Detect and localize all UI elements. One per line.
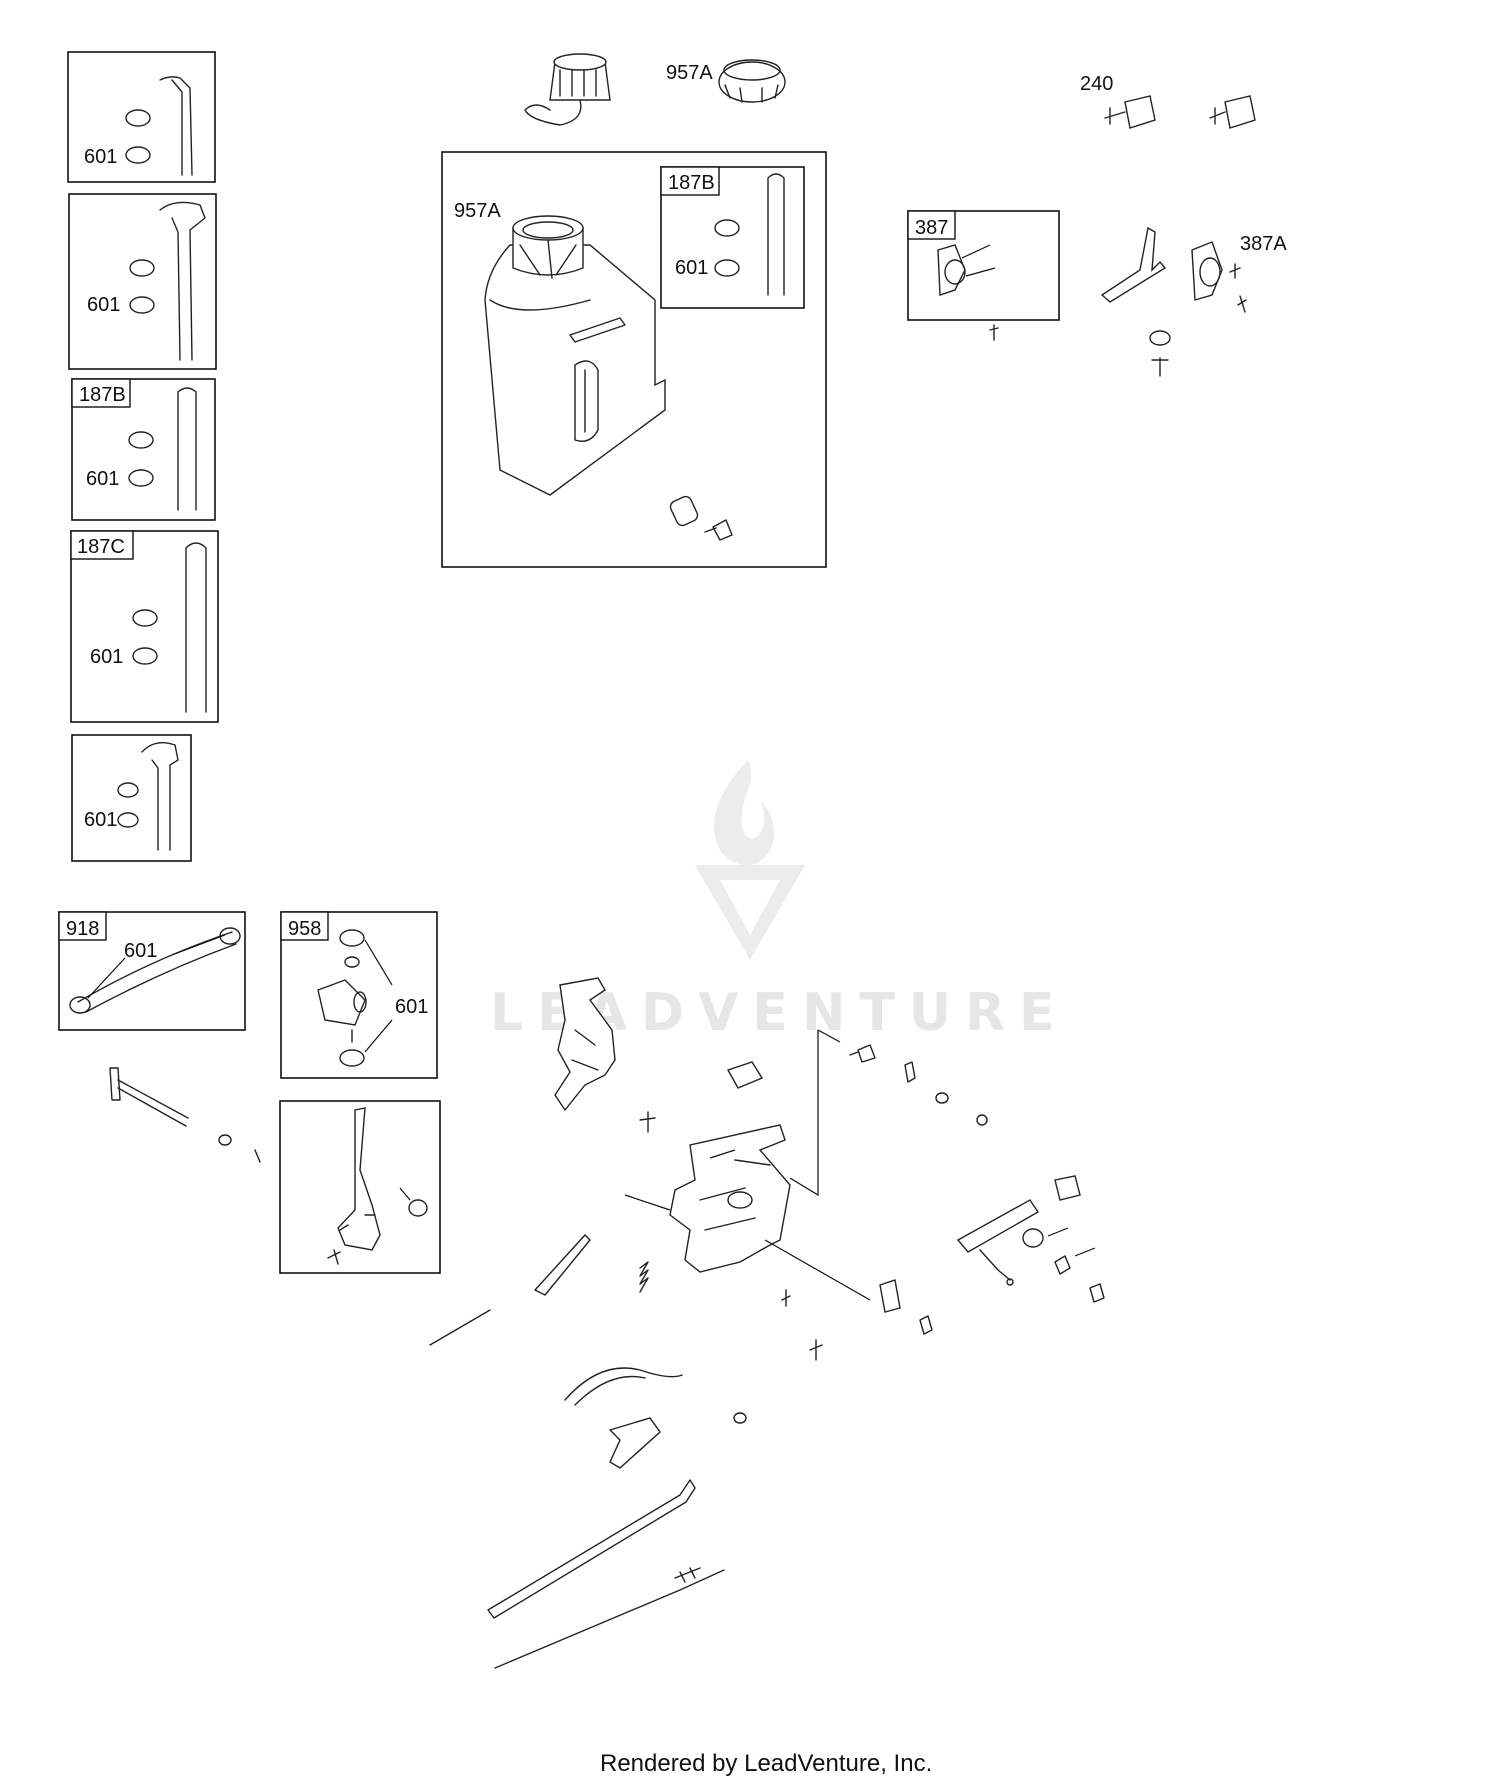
governor-spring-link[interactable] bbox=[487, 1479, 725, 1669]
fuel-tank-label: 957A bbox=[454, 200, 501, 222]
part-number-tag: 387 bbox=[915, 217, 948, 239]
governor-lever-kit[interactable] bbox=[279, 1100, 441, 1274]
part-number-tag: 958 bbox=[288, 918, 321, 940]
hose-kit-187c[interactable]: 187C 601 bbox=[70, 530, 219, 723]
fuel-pump-387a[interactable]: 387A bbox=[1100, 226, 1287, 377]
governor-shaft[interactable] bbox=[109, 1067, 261, 1163]
choke-lever[interactable] bbox=[956, 1175, 1105, 1303]
hose-kit-2[interactable]: 601 bbox=[68, 193, 217, 370]
pump-label: 387A bbox=[1240, 233, 1287, 255]
clamp-label: 601 bbox=[675, 257, 708, 279]
hose-kit-5[interactable]: 601 bbox=[71, 734, 192, 862]
part-number-tag: 187B bbox=[668, 172, 715, 194]
control-bracket-assembly[interactable] bbox=[429, 977, 988, 1424]
control-cable[interactable] bbox=[564, 1367, 683, 1469]
fuel-cap-with-tether[interactable] bbox=[524, 53, 611, 126]
clamp-label: 601 bbox=[395, 996, 428, 1018]
part-number-tag: 187B bbox=[79, 384, 126, 406]
clamp-label: 601 bbox=[86, 468, 119, 490]
tank-hose-kit-187b[interactable]: 187B 601 bbox=[660, 166, 805, 309]
shutoff-valve-958[interactable]: 958 601 bbox=[280, 911, 438, 1079]
flame-logo-icon bbox=[714, 760, 775, 865]
clamp-label: 601 bbox=[84, 809, 117, 831]
fuel-cap[interactable]: 957A bbox=[666, 59, 786, 103]
hose-kit-1[interactable]: 601 bbox=[67, 51, 216, 183]
hose-kit-187b[interactable]: 187B 601 bbox=[71, 378, 216, 521]
fuel-filter-label: 240 bbox=[1080, 73, 1113, 95]
v-logo-icon bbox=[695, 865, 805, 960]
fuel-tank-assembly[interactable]: 957A bbox=[441, 151, 827, 568]
fuel-pump-387[interactable]: 387 bbox=[907, 210, 1060, 341]
footer-credit: Rendered by LeadVenture, Inc. bbox=[600, 1750, 932, 1777]
clamp-label: 601 bbox=[84, 146, 117, 168]
part-number-tag: 187C bbox=[77, 536, 125, 558]
fuel-line-918[interactable]: 918 601 bbox=[58, 911, 246, 1031]
fuel-cap-label: 957A bbox=[666, 62, 713, 84]
fuel-filter[interactable]: 240 bbox=[1080, 73, 1256, 129]
clamp-label: 601 bbox=[124, 940, 157, 962]
clamp-label: 601 bbox=[90, 646, 123, 668]
part-number-tag: 918 bbox=[66, 918, 99, 940]
clamp-label: 601 bbox=[87, 294, 120, 316]
